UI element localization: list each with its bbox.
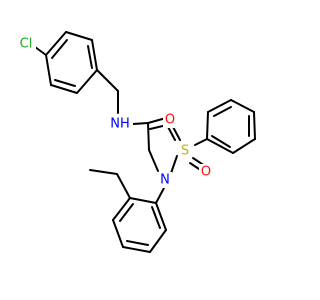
bond xyxy=(155,202,167,231)
bond xyxy=(230,99,255,113)
bond-c-ch2 xyxy=(147,122,150,151)
bond-double-inner xyxy=(87,45,93,69)
bond xyxy=(122,246,151,253)
bond xyxy=(50,84,78,94)
bond-double-inner xyxy=(51,39,68,59)
atom-nh: NH xyxy=(108,116,133,132)
ethylphenyl-ring xyxy=(112,197,167,253)
bond-double-inner xyxy=(119,203,134,222)
nh-label: NH xyxy=(110,117,130,132)
chlorophenyl-ring xyxy=(45,31,98,94)
bond xyxy=(45,54,52,86)
atom-cl: Cl xyxy=(15,36,36,52)
bond-s-phenyl xyxy=(194,138,208,146)
bond-double-inner xyxy=(213,106,232,117)
o-sulfonyl-right-label: O xyxy=(201,165,211,180)
bond-ethyl-ch3 xyxy=(89,169,118,175)
bond-nh-c xyxy=(132,122,149,125)
bond xyxy=(253,111,256,140)
bond xyxy=(45,31,67,56)
n-sulfonamide-label: N xyxy=(160,173,170,188)
cl-label: Cl xyxy=(20,37,33,52)
bond-double-inner xyxy=(151,206,161,229)
bond xyxy=(149,229,167,253)
bond-double-inner xyxy=(126,240,149,246)
atom-s: S xyxy=(178,143,192,159)
bond xyxy=(65,31,93,41)
bond-ring-ethyl xyxy=(116,173,131,199)
bond xyxy=(112,219,124,248)
bond-double-inner xyxy=(54,79,76,87)
bond xyxy=(76,69,98,94)
o-sulfonyl-top-label: O xyxy=(165,113,175,128)
bond xyxy=(232,138,256,154)
bond xyxy=(206,138,234,154)
molecule-diagram: Cl NH O O S O N xyxy=(15,31,256,253)
phenyl-ring xyxy=(206,99,256,154)
s-label: S xyxy=(181,144,189,159)
bond xyxy=(207,99,232,113)
molecule-canvas: Cl NH O O S O N xyxy=(15,31,256,253)
bond-n-ring xyxy=(155,187,165,204)
bond xyxy=(112,197,131,221)
bond-ring-ch2 xyxy=(96,69,119,92)
bond xyxy=(91,39,98,71)
atom-o-sulfonyl-right: O xyxy=(199,164,213,180)
bond-ch2-n xyxy=(148,149,159,172)
bond-double-inner xyxy=(211,135,231,148)
bond xyxy=(206,111,209,140)
bond xyxy=(129,197,157,204)
atom-o-sulfonyl-top: O xyxy=(163,112,177,128)
bond-c-cl xyxy=(34,46,47,56)
atom-n-sulfonamide: N xyxy=(158,172,172,188)
